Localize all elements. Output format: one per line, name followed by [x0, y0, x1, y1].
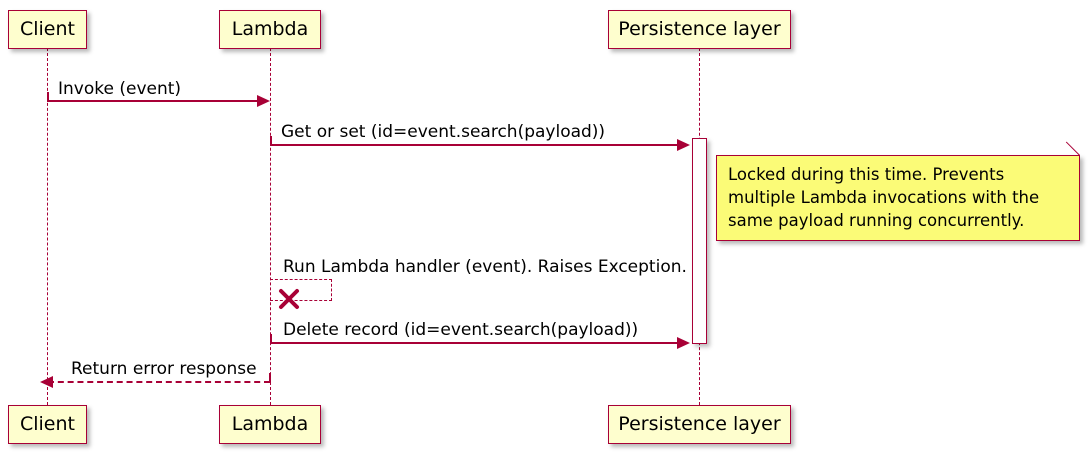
- message-arrowhead-invoke: [257, 95, 270, 107]
- note-lock-explanation: Locked during this time. Prevents multip…: [716, 141, 1080, 241]
- participant-client-bottom-label: Client: [19, 413, 75, 435]
- participant-lambda-bottom-label: Lambda: [231, 413, 309, 435]
- message-line-return-error: [48, 381, 270, 383]
- message-arrowhead-return-error: [40, 376, 53, 388]
- lifeline-lambda: [270, 48, 271, 405]
- participant-persistence-bottom-label: Persistence layer: [618, 413, 781, 435]
- message-label-delete-record: Delete record (id=event.search(payload)): [283, 320, 639, 340]
- participant-client-bottom[interactable]: Client: [8, 405, 87, 444]
- note-fold-line-icon: [1065, 141, 1080, 156]
- note-fold-corner-icon: [1066, 156, 1079, 169]
- note-line-1: Locked during this time. Prevents: [728, 165, 1005, 184]
- participant-persistence-top-label: Persistence layer: [618, 18, 781, 40]
- note-line-3: same payload running concurrently.: [728, 210, 1025, 230]
- message-label-invoke: Invoke (event): [58, 79, 182, 99]
- participant-lambda-top-label: Lambda: [231, 18, 309, 40]
- message-stub-delete-record: [270, 334, 272, 343]
- participant-lambda-bottom[interactable]: Lambda: [219, 405, 321, 444]
- message-self-loop-run-handler: [270, 279, 332, 301]
- participant-client-top[interactable]: Client: [8, 10, 87, 49]
- note-lock-explanation-text: Locked during this time. Prevents multip…: [728, 164, 1068, 232]
- message-stub-return-error: [269, 373, 271, 382]
- participant-persistence-bottom[interactable]: Persistence layer: [608, 405, 791, 444]
- message-arrowhead-get-or-set: [677, 139, 690, 151]
- lifeline-client: [47, 48, 48, 405]
- message-line-get-or-set: [270, 144, 678, 146]
- message-line-invoke: [47, 100, 258, 102]
- note-line-2: multiple Lambda invocations with the: [728, 187, 1040, 207]
- participant-client-top-label: Client: [19, 18, 75, 40]
- message-label-run-handler: Run Lambda handler (event). Raises Excep…: [283, 257, 687, 277]
- message-stub-invoke: [47, 92, 49, 101]
- participant-persistence-top[interactable]: Persistence layer: [608, 10, 791, 49]
- message-label-return-error: Return error response: [71, 359, 257, 379]
- message-line-delete-record: [270, 342, 678, 344]
- message-stub-get-or-set: [270, 136, 272, 145]
- message-label-get-or-set: Get or set (id=event.search(payload)): [281, 122, 606, 142]
- participant-lambda-top[interactable]: Lambda: [219, 10, 321, 49]
- activation-bar-persistence: [692, 138, 707, 344]
- message-failure-cross-icon: [279, 289, 299, 309]
- message-arrowhead-delete-record: [677, 337, 690, 349]
